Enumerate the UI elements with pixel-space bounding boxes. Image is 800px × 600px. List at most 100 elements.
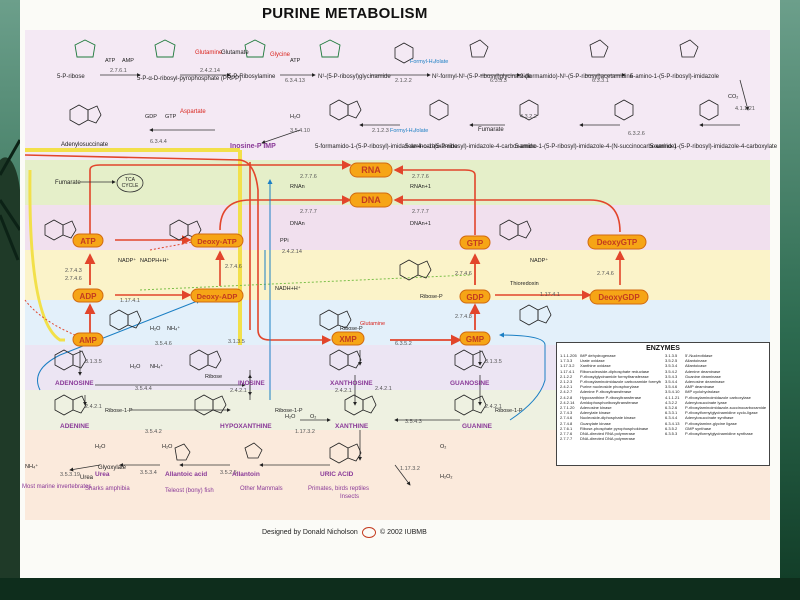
enzyme-name: Adenylate kinase xyxy=(580,410,611,416)
label-glycine: Glycine xyxy=(270,52,291,58)
other-mammals-label: Other Mammals xyxy=(240,486,283,492)
gmp-node[interactable]: GMP xyxy=(459,331,491,346)
main-flux-arrows xyxy=(24,148,625,346)
enzyme-ec: 2.7.6.1 xyxy=(560,425,573,431)
enzyme-name: 5'-Nucleotidase xyxy=(685,353,713,358)
enzyme-ec: 3.5.4.2 xyxy=(665,368,678,374)
rna-node[interactable]: RNA xyxy=(349,162,393,178)
dna-node[interactable]: DNA xyxy=(349,192,393,208)
ec-3-1-3-5-b: 3.1.3.5 xyxy=(228,339,245,345)
gmp-node-label: GMP xyxy=(466,335,485,344)
ec-2-1-2-3: 2.1.2.3 xyxy=(372,128,389,134)
ec-2-7-7-7: 2.7.7.7 xyxy=(300,209,317,215)
h2o-label-deg2: H₂O xyxy=(162,444,173,450)
enzyme-ec: 6.3.3.1 xyxy=(665,410,678,416)
gdp-label-top: GDP xyxy=(145,114,157,120)
palm-tree-decoration xyxy=(0,139,20,600)
gtp-node[interactable]: GTP xyxy=(459,235,491,250)
xanthosine-label: XANTHOSINE xyxy=(330,380,373,387)
atp-label: ATP xyxy=(105,58,116,64)
nucleoside-labels: ADENOSINE INOSINE XANTHOSINE GUANOSINE xyxy=(55,380,490,387)
enzyme-row: 3.5.2.5 Allantoinase xyxy=(665,358,766,363)
ec-6-3-3-1: 6.3.3.1 xyxy=(592,78,609,84)
enzyme-name: DNA-directed RNA polymerase xyxy=(580,431,636,437)
ec-2-4-2-14: 2.4.2.14 xyxy=(200,68,220,74)
deoxy-atp-node[interactable]: Deoxy-ATP xyxy=(190,233,244,248)
o2-label-xo: O₂ xyxy=(310,414,316,420)
atp-label-2: ATP xyxy=(290,58,301,64)
cofactor-labels-black: Glutamate xyxy=(221,50,249,56)
enzyme-ec: 3.5.3.4 xyxy=(665,363,678,369)
enzyme-name: P-ribosylaminoimidazole carboxylase xyxy=(685,394,751,400)
enzyme-name: P-ribosylamine-glycine ligase xyxy=(685,420,737,426)
ec-3-5-4-10: 3.5.4.10 xyxy=(290,128,310,134)
ec-2-7-4-6-d: 2.7.4.6 xyxy=(597,271,614,277)
ribose-p-label-b: Ribose-P xyxy=(340,326,363,332)
amp-node[interactable]: AMP xyxy=(72,332,104,347)
adp-node[interactable]: ADP xyxy=(72,288,104,303)
adenine-label: ADENINE xyxy=(60,423,90,430)
iubmb-logo xyxy=(362,527,376,538)
top-labels: 5-P-ribose 5-P-α-D-ribosyl-pyrophosphate… xyxy=(57,74,778,150)
deoxy-adp-label: Deoxy-ADP xyxy=(197,292,238,301)
enzyme-ec: 2.4.2.1 xyxy=(560,384,573,390)
deoxy-gtp-node[interactable]: DeoxyGTP xyxy=(587,234,647,250)
atp-node[interactable]: ATP xyxy=(72,233,104,248)
compound-adenylosuccinate: Adenylosuccinate xyxy=(61,142,109,148)
fumarate-label: Fumarate xyxy=(55,180,81,186)
ec-1-17-4-1-b: 1.17.4.1 xyxy=(540,292,560,298)
ec-4-3-2-2: 4.3.2.2 xyxy=(520,114,537,120)
cycle-label: CYCLE xyxy=(122,183,139,189)
ec-6-3-4-13: 6.3.4.13 xyxy=(285,78,305,84)
nh4-label-low: NH₄⁺ xyxy=(150,363,163,370)
enzyme-name: Adenine P-ribosyltransferase xyxy=(580,389,632,395)
enzyme-ec: 3.5.4.4 xyxy=(665,379,678,385)
enzyme-ec: 2.7.7.7 xyxy=(560,436,573,442)
xanthine-label: XANTHINE xyxy=(335,423,369,430)
salvage-blue-arrows xyxy=(37,179,546,421)
ec-3-5-4-2: 3.5.4.2 xyxy=(145,429,162,435)
tca-cycle-node[interactable]: TCA CYCLE xyxy=(116,173,144,193)
enzyme-ec: 3.1.3.5 xyxy=(665,353,678,358)
enzyme-ec: 2.4.2.14 xyxy=(560,399,575,405)
deoxy-gdp-node[interactable]: DeoxyGDP xyxy=(589,289,649,305)
enzyme-name: P-ribosylaminoimidazole-succinocarboxami… xyxy=(685,405,766,411)
enzyme-name: Nucleoside-diphosphate kinase xyxy=(580,415,636,421)
enzyme-name: GMP synthase xyxy=(685,425,712,431)
cofactor-labels-red: Glutamine Glycine Aspartate xyxy=(180,50,291,115)
enzyme-name: Adenosine deaminase xyxy=(685,379,725,385)
ec-4-1-1-21: 4.1.1.21 xyxy=(735,106,755,112)
enzyme-name: Ribonucleoside-diphosphate reductase xyxy=(580,368,650,374)
ec-2-7-4-3: 2.7.4.3 xyxy=(65,268,82,274)
ppi-label: PPi xyxy=(280,238,289,244)
invertebrates-label: Most marine invertebrates xyxy=(22,484,91,490)
urea-label: Urea xyxy=(80,475,94,481)
deoxy-adp-node[interactable]: Deoxy-ADP xyxy=(190,288,244,303)
enzyme-name: Allantoicase xyxy=(685,363,707,369)
deoxy-atp-label: Deoxy-ATP xyxy=(197,237,236,246)
allantoic-acid-label: Allantoic acid xyxy=(165,471,207,478)
enzyme-row: 6.3.5.2 GMP synthase xyxy=(665,426,766,431)
ec-6-3-5-2: 6.3.5.2 xyxy=(395,341,412,347)
enzyme-name: Allantoinase xyxy=(685,358,707,364)
xmp-node[interactable]: XMP xyxy=(331,331,365,346)
enzyme-ec: 3.5.4.3 xyxy=(665,373,678,379)
enzyme-ec: 3.5.2.5 xyxy=(665,358,678,364)
dna-n1-label: DNAn+1 xyxy=(410,221,431,227)
nh4-label-mid: NH₄⁺ xyxy=(167,325,180,332)
insects-label: Insects xyxy=(340,494,359,500)
copyright: © 2002 IUBMB xyxy=(380,529,427,536)
enzyme-ec: 6.3.5.2 xyxy=(665,425,678,431)
gdp-node[interactable]: GDP xyxy=(459,289,491,304)
ec-2-7-4-6: 2.7.4.6 xyxy=(65,276,82,282)
